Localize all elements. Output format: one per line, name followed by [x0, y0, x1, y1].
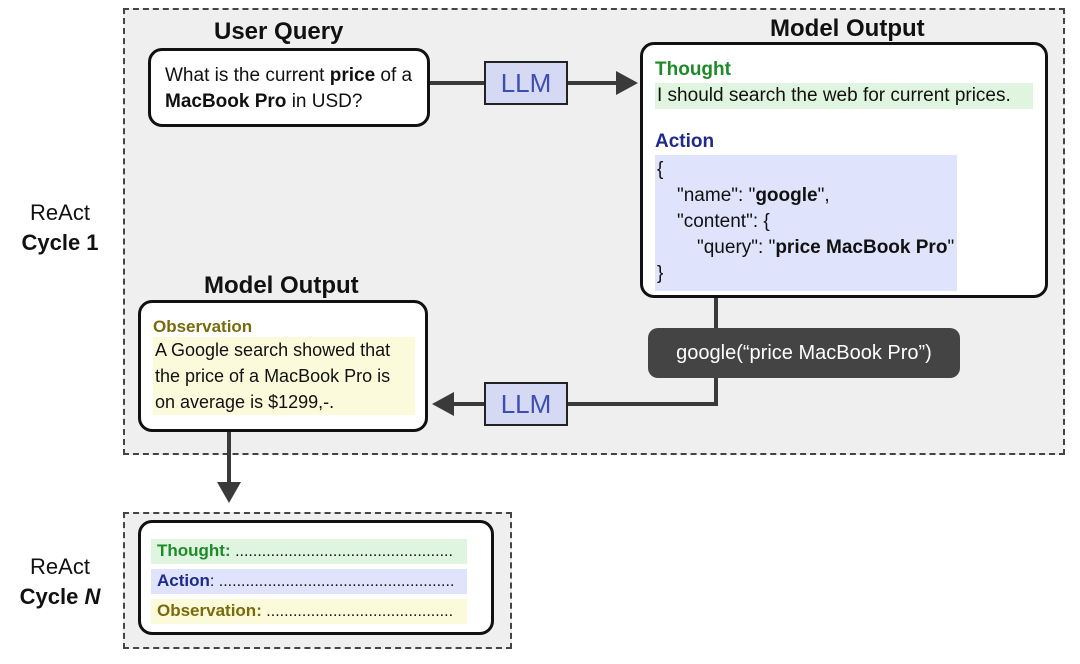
- cycle-n-label-top: ReAct: [30, 554, 90, 579]
- user-query-bold-price: price: [329, 65, 376, 86]
- action-code-block: { "name": "google", "content": { "query"…: [655, 155, 957, 291]
- action-title: Action: [655, 131, 715, 152]
- llm-box-top: LLM: [484, 61, 568, 105]
- observation-line-2: the price of a MacBook Pro is: [155, 366, 391, 386]
- user-query-card: What is the current price of a MacBook P…: [148, 48, 430, 127]
- code-open-brace: {: [657, 159, 664, 180]
- cycle-n-observation-label: Observation:: [157, 601, 262, 620]
- cycle-n-label: ReAct Cycle N: [2, 552, 118, 612]
- llm-box-bottom: LLM: [484, 382, 568, 426]
- cycle-n-action-row: Action: ................................…: [151, 569, 467, 594]
- user-query-text-2: of a: [375, 65, 413, 86]
- code-name-line: "name": "google",: [657, 183, 955, 209]
- cycle-n-label-bottom: Cycle: [19, 584, 85, 609]
- cycle-n-action-label: Action: [157, 571, 210, 590]
- code-content-line: "content": {: [677, 211, 770, 232]
- observation-line-3: on average is $1299,-.: [155, 392, 335, 412]
- observation-text-block: A Google search showed that the price of…: [153, 337, 415, 415]
- user-query-heading: User Query: [214, 18, 344, 45]
- code-query-line: "query": "price MacBook Pro": [657, 235, 955, 261]
- cycle-n-label-n: N: [84, 584, 101, 609]
- code-query-key: "query": ": [697, 237, 776, 258]
- cycle-n-card: Thought: ...............................…: [138, 520, 494, 635]
- cycle-n-action-dots: ........................................…: [214, 573, 455, 590]
- cycle-n-thought-label: Thought:: [157, 541, 231, 560]
- user-query-line-2: MacBook Pro in USD?: [165, 89, 413, 115]
- observation-title: Observation: [153, 317, 253, 336]
- code-query-value: price MacBook Pro: [775, 237, 948, 258]
- arrowhead-cycle-n: [217, 482, 241, 503]
- code-name-end: ",: [817, 185, 830, 206]
- cycle-1-label-top: ReAct: [30, 200, 90, 225]
- cycle-n-observation-row: Observation: ...........................…: [151, 599, 467, 624]
- cycle-n-action-colon: :: [209, 573, 215, 590]
- user-query-line-1: What is the current price of a: [165, 63, 413, 89]
- observation-line-1: A Google search showed that: [155, 340, 391, 360]
- user-query-text-1: What is the current: [165, 65, 330, 86]
- cycle-1-label-bottom: Cycle 1: [21, 230, 99, 255]
- model-output-bottom-card: Observation A Google search showed that …: [138, 300, 428, 432]
- cycle-1-label: ReAct Cycle 1: [2, 198, 118, 258]
- user-query-bold-macbook: MacBook Pro: [165, 91, 287, 112]
- thought-text: I should search the web for current pric…: [655, 83, 1033, 109]
- model-output-top-card: Thought I should search the web for curr…: [640, 42, 1048, 298]
- code-name-value: google: [755, 185, 818, 206]
- line-tool-to-llm: [568, 378, 718, 406]
- code-close-brace: }: [657, 263, 664, 284]
- thought-title: Thought: [655, 59, 731, 80]
- model-output-bottom-heading: Model Output: [204, 272, 359, 299]
- arrowhead-output: [616, 71, 638, 95]
- code-query-end: ": [947, 237, 955, 258]
- cycle-n-thought-row: Thought: ...............................…: [151, 539, 467, 564]
- model-output-top-heading: Model Output: [770, 15, 925, 42]
- user-query-text-3: in USD?: [286, 91, 363, 112]
- arrowhead-observation: [432, 392, 454, 416]
- cycle-n-thought-dots: ........................................…: [230, 543, 453, 560]
- code-name-key: "name": ": [677, 185, 756, 206]
- tool-call-box: google(“price MacBook Pro”): [648, 328, 960, 378]
- cycle-n-observation-dots: ........................................…: [261, 603, 454, 620]
